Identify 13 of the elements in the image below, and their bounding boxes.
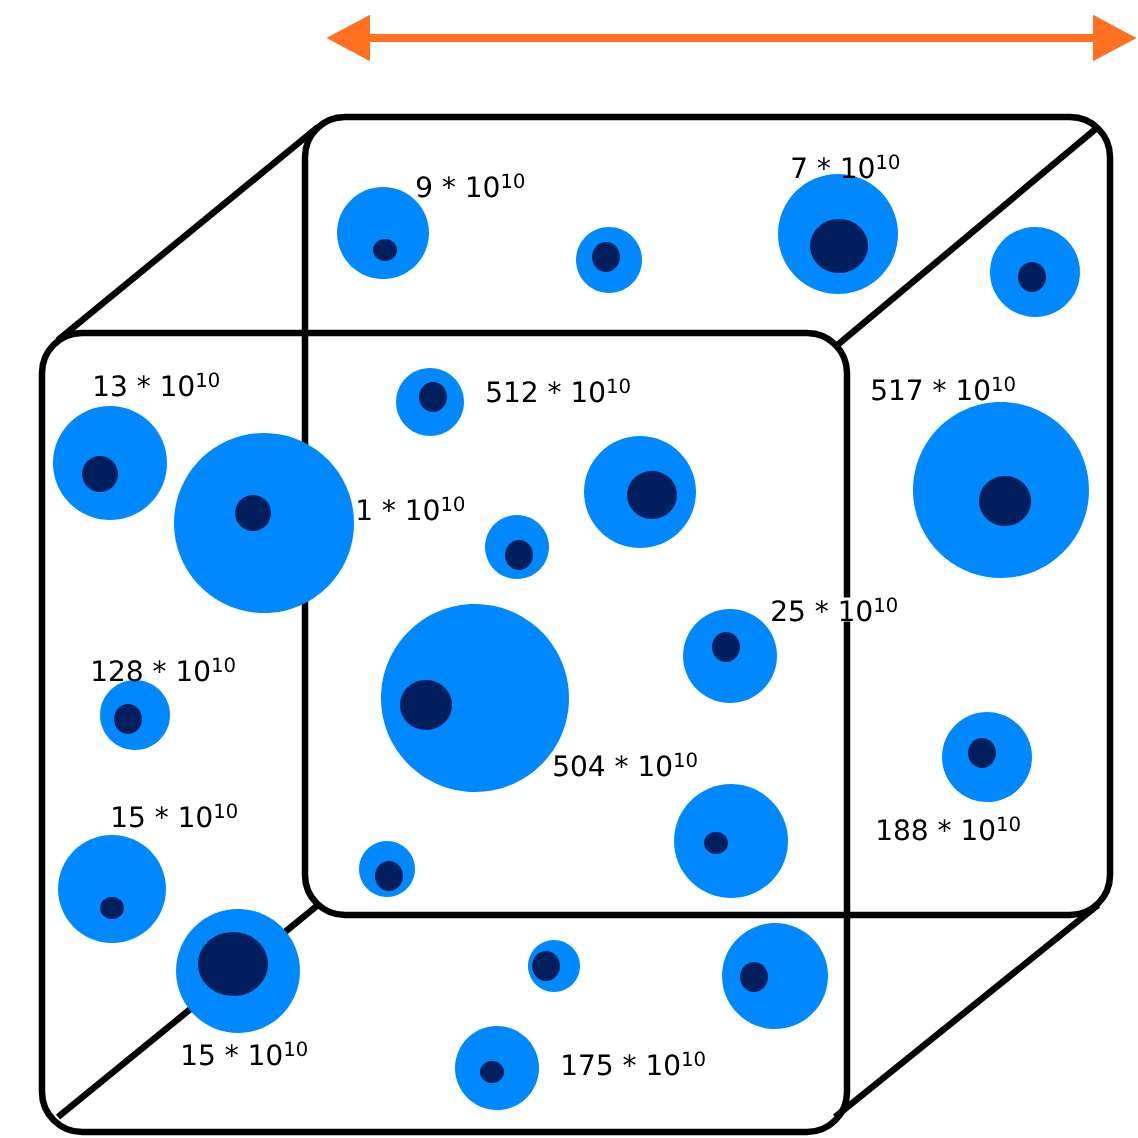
- value-label: 504 * 10$^{10}$: [554, 752, 697, 777]
- value-label: 15 * 10$^{10}$: [113, 803, 237, 828]
- value-label: 7 * 10$^{10}$: [792, 154, 900, 179]
- value-label: 15 * 10$^{10}$: [183, 1041, 307, 1066]
- value-label: 9 * 10$^{10}$: [416, 173, 525, 198]
- value-label: 175 * 10$^{10}$: [563, 1051, 705, 1076]
- value-label: 13 * 10$^{10}$: [95, 372, 219, 397]
- value-label: 25 * 10$^{10}$: [770, 597, 899, 622]
- value-label: 188 * 10$^{10}$: [878, 816, 1020, 841]
- value-label: 517 * 10$^{10}$: [872, 376, 1015, 401]
- value-label: 1 * 10$^{10}$: [358, 496, 465, 521]
- value-label: 128 * 10$^{10}$: [93, 657, 235, 682]
- value-label: 512 * 10$^{10}$: [487, 378, 630, 403]
